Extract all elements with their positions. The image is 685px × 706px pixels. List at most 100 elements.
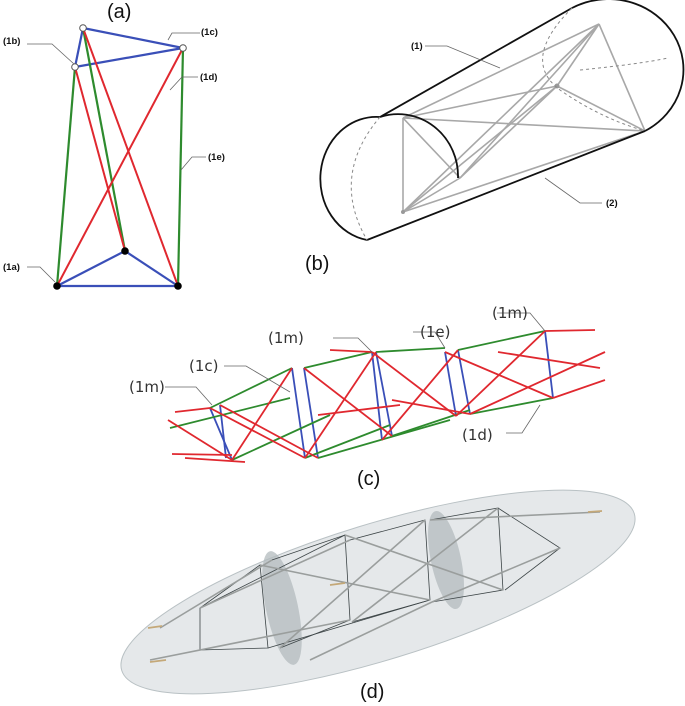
member-b-3: [402, 85, 558, 119]
panel-b: (1) (2) (b): [305, 0, 685, 275]
cable-red-3: [74, 66, 126, 252]
leader-1d: [169, 76, 198, 91]
d-bar-2: [149, 619, 351, 661]
member-b-7: [402, 85, 558, 213]
leader-c-1m-right: [497, 312, 546, 332]
c-red-19: [552, 379, 606, 399]
d-tip-4: [329, 582, 346, 586]
cable-red-2: [82, 27, 179, 287]
panel-b-title: (b): [305, 253, 329, 275]
panel-d-title: (d): [360, 681, 384, 703]
c-red-2: [171, 453, 233, 456]
leader-c-1c: [224, 365, 291, 393]
d-frame-6: [199, 534, 346, 609]
c-green-7: [375, 347, 446, 353]
strut-top-1: [82, 26, 184, 50]
d-bar-1: [159, 559, 273, 629]
panel-a-title: (a): [107, 1, 131, 23]
panel-d: (d): [120, 489, 636, 703]
strut-top-3: [74, 46, 184, 69]
member-b-11: [459, 85, 558, 179]
panel-c-title: (c): [357, 468, 380, 490]
label-1a: (1a): [3, 262, 20, 273]
c-green-4: [304, 424, 391, 459]
d-bar-8: [429, 511, 601, 521]
c-red-11: [329, 349, 373, 353]
d-frame-4: [429, 507, 504, 603]
leader-c-1d: [506, 404, 541, 434]
label-c-1e: (1e): [420, 323, 450, 341]
hull-ellipsoid: [120, 489, 636, 695]
c-red-9: [304, 351, 377, 459]
c-green-9: [457, 330, 546, 351]
label-c-1m-right: (1m): [492, 304, 528, 322]
member-b-10: [459, 23, 600, 179]
c-blue-7: [444, 351, 457, 417]
label-1d: (1d): [200, 72, 217, 83]
c-red-18: [544, 329, 596, 332]
strut-top-2: [73, 27, 85, 68]
c-green-2: [209, 367, 293, 409]
c-blue-4: [303, 367, 319, 459]
leader-1a: [27, 266, 56, 283]
label-c-1c: (1c): [189, 357, 219, 375]
cap-left-outer: [319, 116, 381, 241]
hull-disc-left: [262, 551, 302, 665]
c-red-1: [167, 419, 233, 461]
node-filled-left: [53, 282, 61, 290]
d-tip-1: [147, 625, 163, 629]
leader-b-2: [544, 177, 602, 204]
leader-1c: [167, 32, 200, 41]
c-blue-6: [375, 351, 393, 437]
c-red-4: [174, 407, 211, 413]
leader-c-1e: [413, 331, 446, 349]
member-b-2: [402, 117, 646, 132]
member-b-9: [402, 177, 461, 213]
cap-left-front: [379, 113, 459, 179]
d-bar-4: [259, 564, 431, 601]
node-filled-mid: [121, 247, 129, 255]
c-red-10: [317, 404, 401, 416]
node-open-left: [71, 63, 79, 71]
label-c-1d: (1d): [462, 426, 493, 444]
strut-bottom-2: [56, 250, 126, 287]
bar-green-1: [55, 66, 77, 287]
strut-bottom-3: [124, 250, 179, 287]
leader-1b: [27, 43, 75, 65]
d-frame-3: [349, 519, 431, 623]
panel-a: (a) (1b) (1c) (1d) (1e) (1a): [3, 1, 225, 290]
member-b-8: [402, 130, 646, 213]
c-blue-3: [291, 367, 306, 459]
label-b-1: (1): [411, 41, 423, 52]
c-red-20: [497, 351, 601, 369]
node-b-inner: [554, 83, 560, 89]
leader-c-1m-mid: [333, 337, 373, 353]
capsule-bottom-edge: [366, 130, 646, 241]
c-blue-5: [371, 351, 383, 441]
c-red-16: [455, 330, 546, 417]
c-red-6: [231, 367, 293, 461]
member-b-12: [556, 23, 600, 87]
leader-c-1m-left: [165, 386, 213, 406]
label-c-1m-left: (1m): [129, 378, 165, 396]
d-bar-3: [199, 539, 351, 609]
c-green-1: [169, 397, 291, 429]
d-frame-7: [267, 599, 431, 649]
node-b-bottom: [401, 210, 405, 214]
d-bar-6: [344, 534, 504, 591]
label-b-2: (2): [606, 198, 618, 209]
leader-1e: [180, 156, 206, 171]
d-bar-5: [279, 519, 426, 649]
bar-green-3: [176, 47, 185, 287]
c-red-17: [469, 351, 606, 415]
label-1e: (1e): [208, 152, 225, 163]
label-1c: (1c): [201, 27, 218, 38]
member-b-5: [402, 117, 461, 179]
c-red-13: [381, 349, 459, 441]
c-red-14: [391, 399, 471, 415]
cable-red-1: [56, 47, 184, 287]
hidden-right-ring: [542, 7, 646, 132]
c-green-5: [303, 351, 373, 369]
capsule-top-edge: [379, 7, 573, 118]
